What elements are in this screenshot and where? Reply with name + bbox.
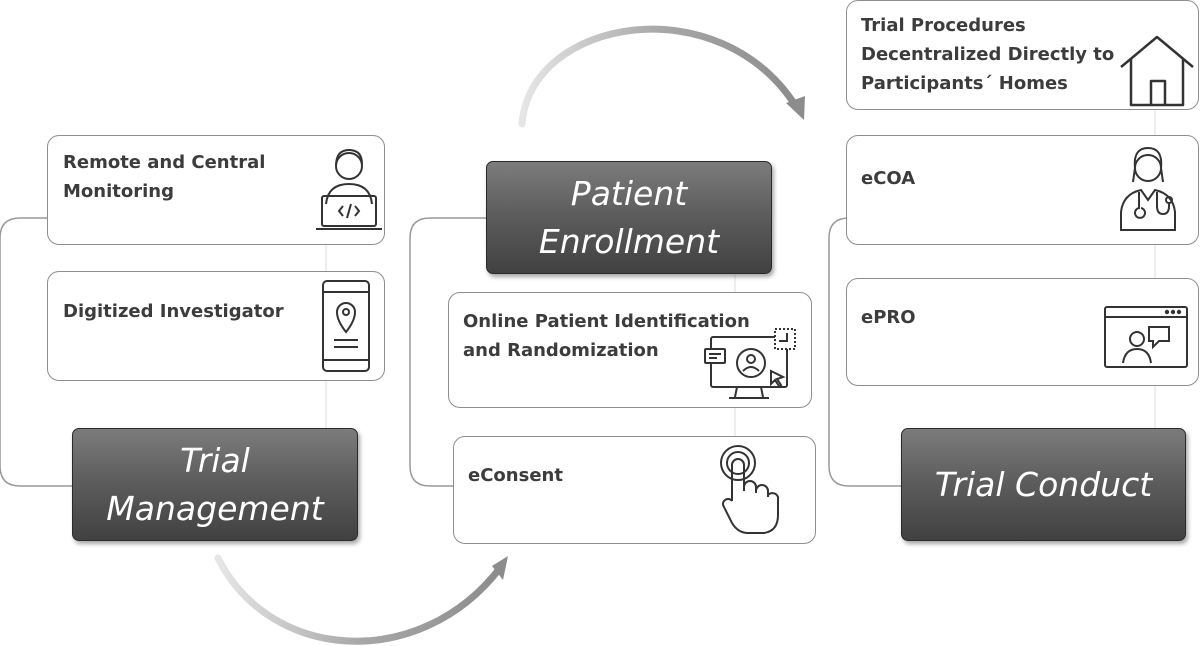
left-bracket-line — [0, 217, 72, 487]
flow-arrow-bottom-head — [492, 556, 508, 580]
doctor-stethoscope-icon — [1120, 146, 1176, 231]
finger-tap-icon — [720, 445, 779, 534]
card-econsent: eConsent — [453, 436, 816, 544]
card-digitized-investigator: Digitized Investigator — [47, 271, 385, 381]
card-remote-monitoring: Remote and Central Monitoring — [47, 135, 385, 245]
card-epro: ePRO — [846, 278, 1199, 386]
label-patient-enrollment: Patient Enrollment — [486, 161, 772, 274]
label-trial-management: Trial Management — [72, 428, 358, 541]
label-trial-conduct: Trial Conduct — [901, 428, 1186, 541]
card-ecoa: eCOA — [846, 135, 1199, 245]
flow-arrow-bottom — [214, 554, 504, 645]
smartphone-location-icon — [322, 280, 370, 372]
flow-arrow-top — [518, 25, 801, 128]
monitor-user-click-icon — [704, 328, 796, 399]
person-laptop-code-icon — [316, 148, 382, 230]
home-icon — [1120, 35, 1194, 107]
card-label: Trial Procedures Decentralized Directly … — [861, 15, 1115, 94]
label-text: Trial Conduct — [934, 464, 1153, 504]
flow-arrow-top-head — [786, 96, 805, 120]
card-label: Online Patient Identification and Random… — [463, 311, 750, 361]
card-label: ePRO — [861, 307, 916, 328]
card-label: eCOA — [861, 168, 916, 189]
card-label: Remote and Central Monitoring — [63, 152, 266, 202]
card-decentralized-homes: Trial Procedures Decentralized Directly … — [846, 0, 1199, 110]
card-online-identification: Online Patient Identification and Random… — [448, 292, 812, 408]
right-bracket-line — [828, 217, 901, 487]
label-text: Trial Management — [106, 440, 324, 528]
middle-bracket-line — [409, 217, 486, 487]
card-label: Digitized Investigator — [63, 301, 284, 322]
browser-video-chat-icon — [1104, 306, 1188, 368]
label-text: Patient Enrollment — [538, 173, 720, 261]
card-label: eConsent — [468, 465, 563, 486]
